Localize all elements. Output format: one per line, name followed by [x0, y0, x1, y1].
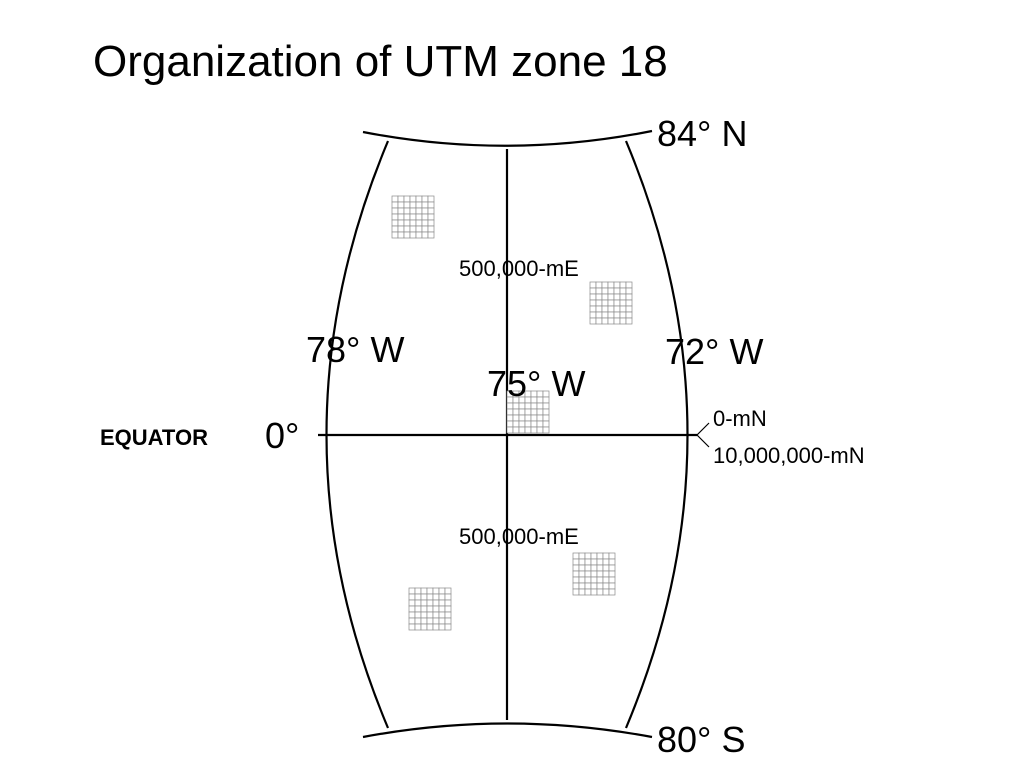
grid-square-ne	[589, 281, 633, 325]
grid-square-sw	[408, 587, 452, 631]
grid-squares	[391, 195, 633, 631]
grid-square-center	[506, 390, 550, 434]
south-limit-label: 80° S	[657, 719, 745, 760]
north-limit-label: 84° N	[657, 113, 747, 154]
equator-degree-label: 0°	[265, 415, 299, 456]
west-meridian-label: 78° W	[306, 329, 404, 370]
northing-label-north: 0-mN	[713, 406, 767, 431]
grid-square-nw	[391, 195, 435, 239]
easting-label-top: 500,000-mE	[459, 256, 579, 281]
northing-pointer	[696, 422, 710, 448]
page-title: Organization of UTM zone 18	[93, 37, 668, 86]
equator-word-label: EQUATOR	[100, 425, 208, 450]
northing-label-south: 10,000,000-mN	[713, 443, 865, 468]
grid-square-se	[572, 552, 616, 596]
central-meridian-label: 75° W	[487, 363, 585, 404]
north-boundary-line	[362, 129, 653, 147]
east-meridian-label: 72° W	[665, 331, 763, 372]
south-boundary-line	[362, 722, 653, 739]
easting-label-bottom: 500,000-mE	[459, 524, 579, 549]
